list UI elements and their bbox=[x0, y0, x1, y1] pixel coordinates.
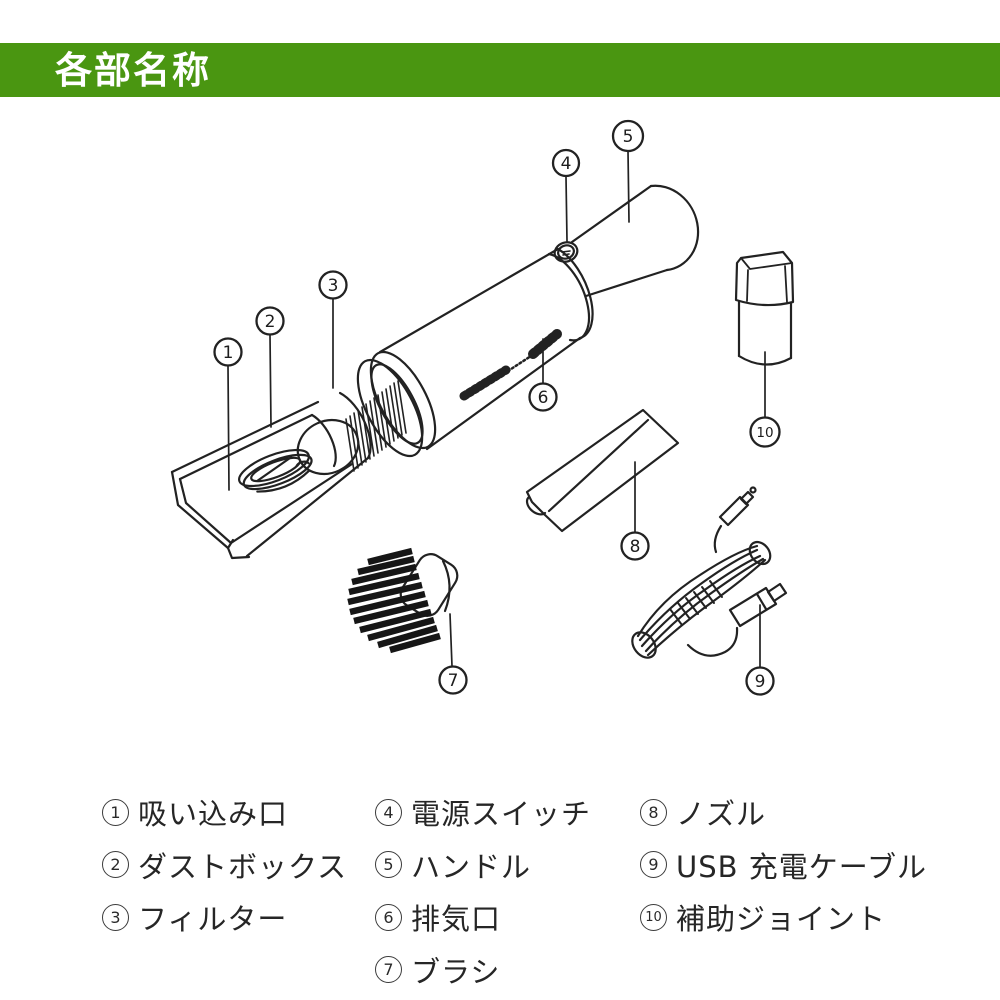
legend-num-6: 6 bbox=[375, 903, 402, 931]
filter-drawing bbox=[296, 350, 437, 476]
svg-text:5: 5 bbox=[623, 127, 634, 147]
callout-1: 1 bbox=[213, 337, 243, 367]
brush-drawing bbox=[347, 547, 459, 654]
svg-text:3: 3 bbox=[328, 276, 339, 296]
callout-2: 2 bbox=[255, 306, 285, 336]
page-title: 各部名称 bbox=[55, 48, 211, 92]
svg-text:4: 4 bbox=[561, 154, 572, 174]
legend-item-2: 2 ダストボックス bbox=[102, 839, 347, 892]
legend-item-5: 5 ハンドル bbox=[375, 839, 591, 892]
leader-lines bbox=[227, 150, 766, 668]
svg-text:8: 8 bbox=[630, 537, 641, 557]
legend-item-10: 10 補助ジョイント bbox=[640, 891, 927, 944]
legend-item-3: 3 フィルター bbox=[102, 891, 347, 944]
legend-num-7: 7 bbox=[375, 956, 402, 984]
legend-num-10: 10 bbox=[640, 903, 667, 931]
usb-cable-drawing bbox=[631, 486, 788, 659]
legend-item-8: 8 ノズル bbox=[640, 786, 927, 839]
legend-label-10: 補助ジョイント bbox=[676, 902, 887, 937]
legend-num-1: 1 bbox=[102, 798, 129, 826]
legend-label-9: USB 充電ケーブル bbox=[676, 849, 928, 884]
power-switch-drawing bbox=[553, 241, 579, 263]
legend-label-8: ノズル bbox=[676, 797, 767, 832]
legend-num-2: 2 bbox=[102, 851, 129, 879]
legend-column-3: 8 ノズル 9 USB 充電ケーブル 10 補助ジョイント bbox=[640, 786, 927, 944]
legend-label-1: 吸い込み口 bbox=[138, 797, 289, 832]
legend-num-5: 5 bbox=[375, 851, 402, 879]
callout-circles: 1 2 3 4 5 6 7 8 9 10 bbox=[213, 119, 781, 696]
callout-10: 10 bbox=[749, 416, 781, 448]
svg-text:6: 6 bbox=[538, 388, 549, 408]
legend-label-3: フィルター bbox=[138, 902, 288, 937]
callout-3: 3 bbox=[318, 270, 348, 300]
section-header: 各部名称 bbox=[0, 43, 1000, 97]
legend-num-4: 4 bbox=[375, 798, 402, 826]
legend-num-8: 8 bbox=[640, 798, 667, 826]
legend-num-9: 9 bbox=[640, 851, 667, 879]
dust-box-drawing bbox=[170, 391, 372, 560]
usb-connector-drawing bbox=[686, 582, 788, 657]
svg-text:10: 10 bbox=[756, 425, 773, 441]
exhaust-vents-drawing bbox=[459, 329, 562, 401]
legend-label-5: ハンドル bbox=[411, 849, 532, 884]
legend-num-3: 3 bbox=[102, 903, 129, 931]
callout-7: 7 bbox=[438, 665, 468, 695]
vacuum-body-drawing bbox=[378, 241, 594, 451]
legend-item-9: 9 USB 充電ケーブル bbox=[640, 839, 927, 892]
legend-label-2: ダストボックス bbox=[138, 849, 348, 884]
callout-4: 4 bbox=[551, 148, 581, 178]
nozzle-drawing bbox=[525, 408, 680, 533]
legend-column-2: 4 電源スイッチ 5 ハンドル 6 排気口 7 ブラシ bbox=[375, 786, 591, 996]
legend-column-1: 1 吸い込み口 2 ダストボックス 3 フィルター bbox=[102, 786, 347, 944]
callout-5: 5 bbox=[611, 119, 645, 153]
callout-8: 8 bbox=[620, 531, 650, 561]
svg-text:7: 7 bbox=[448, 671, 459, 691]
legend-item-1: 1 吸い込み口 bbox=[102, 786, 347, 839]
handle-drawing bbox=[570, 184, 700, 298]
legend-item-4: 4 電源スイッチ bbox=[375, 786, 591, 839]
legend-item-7: 7 ブラシ bbox=[375, 944, 591, 997]
legend-label-4: 電源スイッチ bbox=[411, 797, 592, 832]
legend-item-6: 6 排気口 bbox=[375, 891, 591, 944]
svg-text:2: 2 bbox=[265, 312, 276, 332]
legend-label-6: 排気口 bbox=[411, 902, 502, 937]
callout-9: 9 bbox=[745, 666, 775, 696]
legend-label-7: ブラシ bbox=[411, 954, 501, 989]
callout-6: 6 bbox=[528, 382, 558, 412]
cable-plug-drawing bbox=[713, 486, 757, 554]
svg-text:9: 9 bbox=[755, 672, 766, 692]
aux-joint-drawing bbox=[734, 250, 795, 366]
svg-text:1: 1 bbox=[223, 343, 234, 363]
